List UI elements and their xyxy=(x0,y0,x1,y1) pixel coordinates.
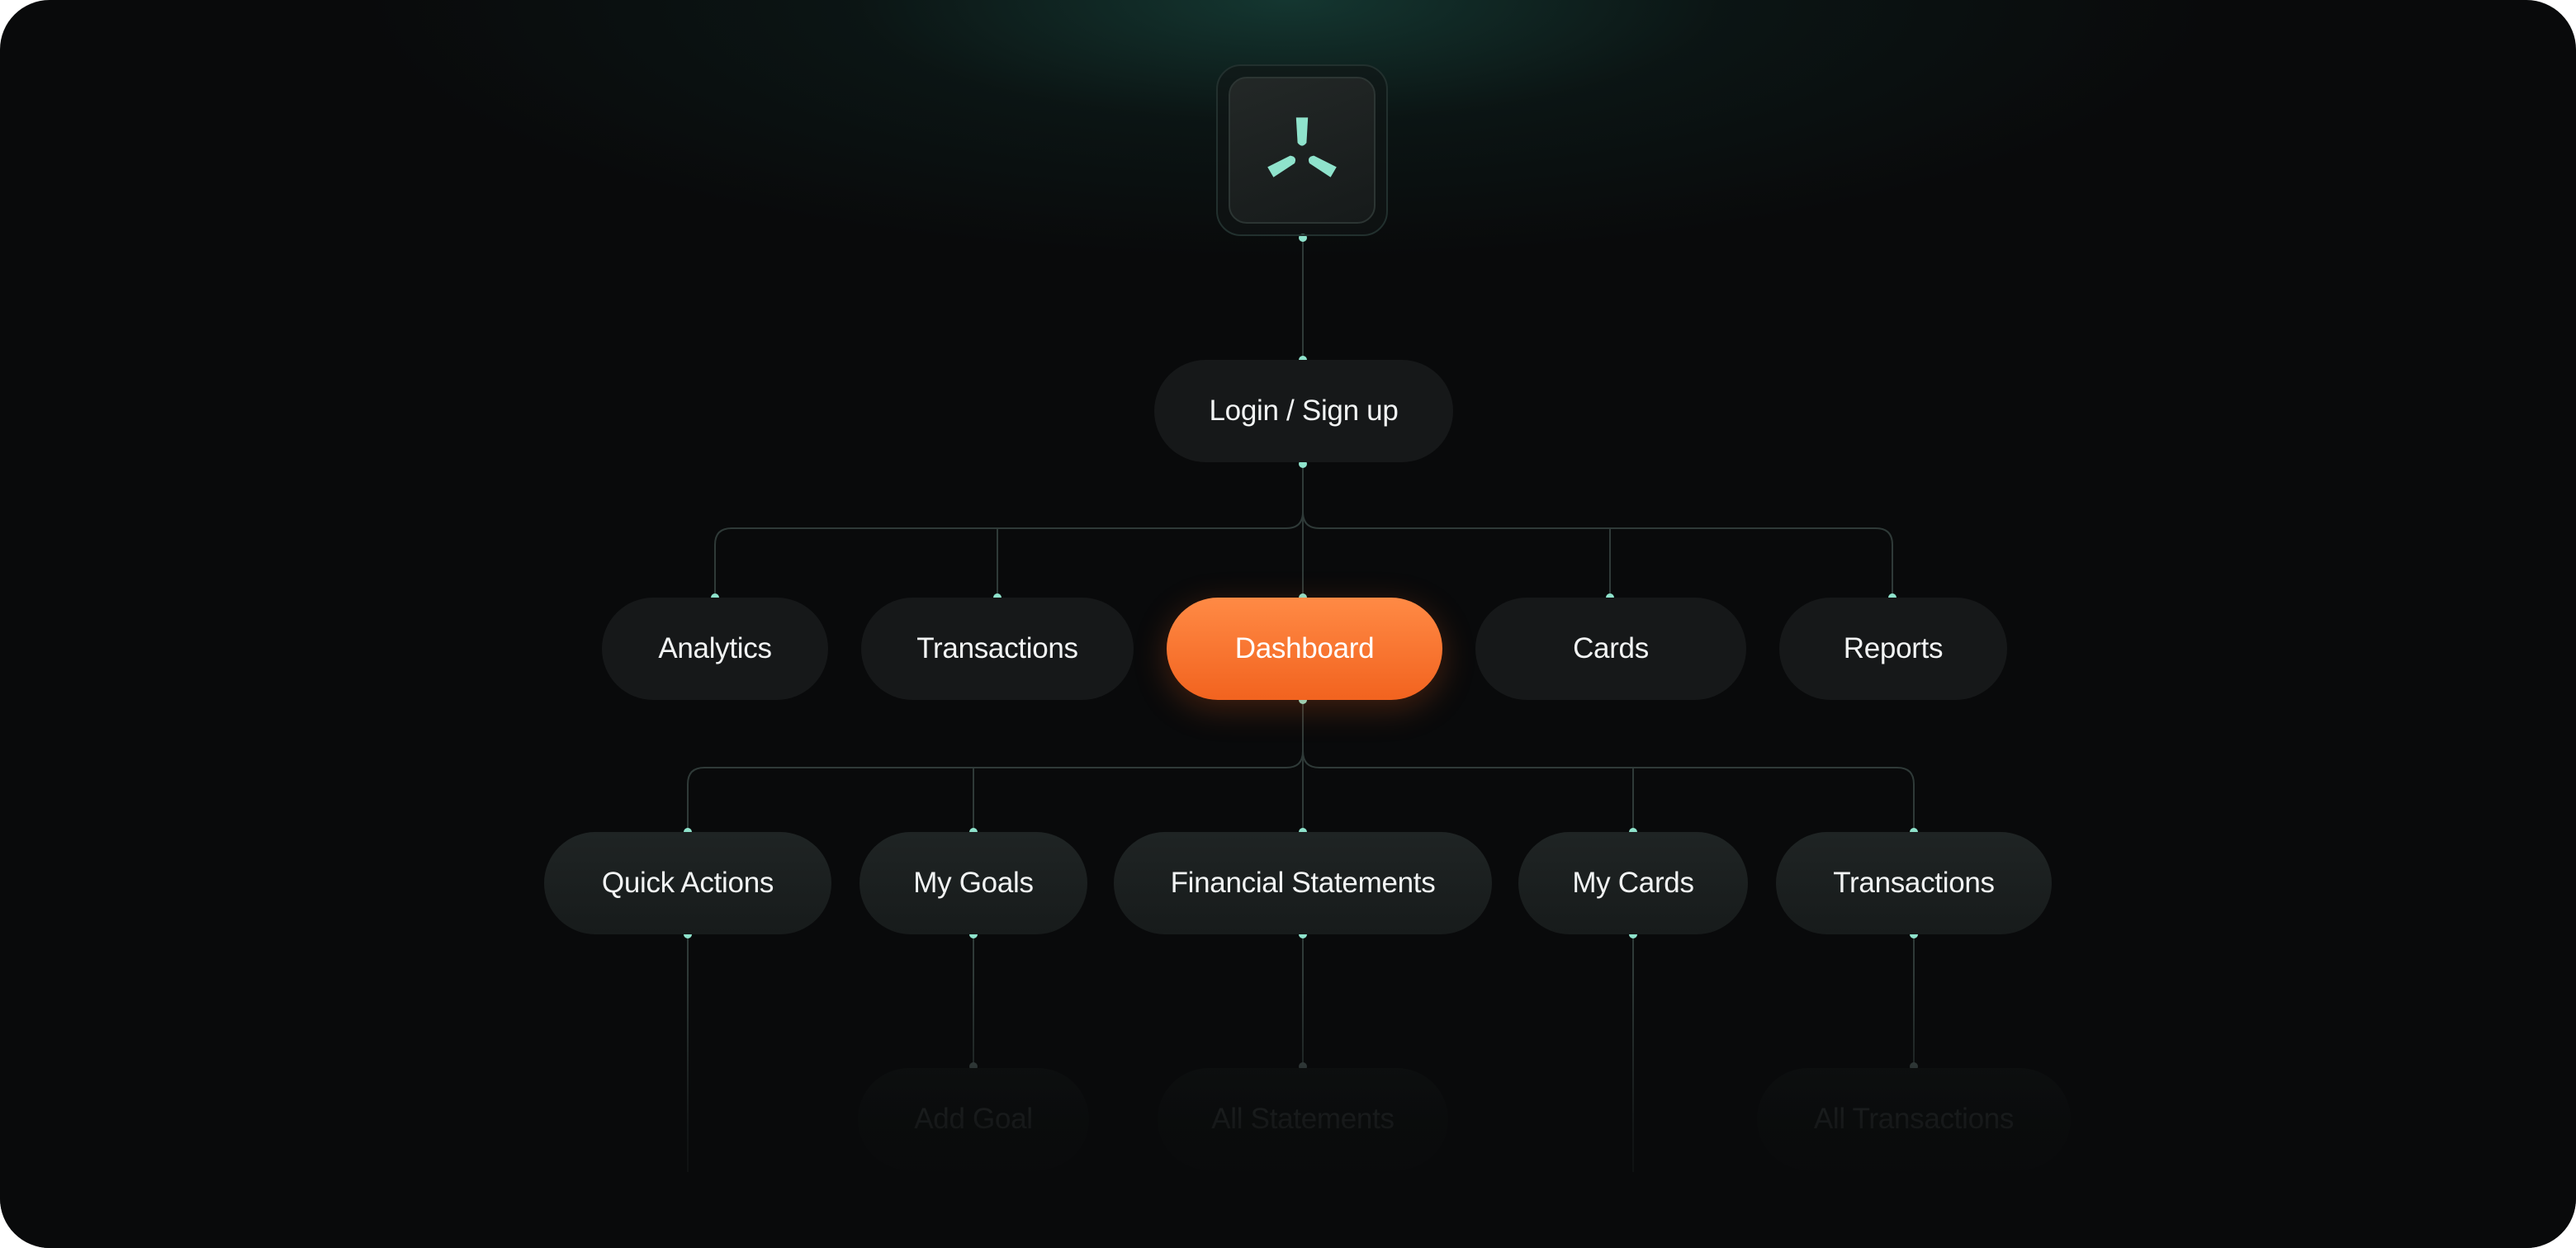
node-label: Transactions xyxy=(916,632,1078,664)
connector-dashboard-transactions xyxy=(1302,700,1915,832)
node-label: My Goals xyxy=(913,867,1034,899)
connector-login-analytics xyxy=(714,464,1304,598)
node-label: All Transactions xyxy=(1813,1103,2015,1135)
node-analytics[interactable]: Analytics xyxy=(602,598,828,700)
node-label: Analytics xyxy=(658,632,772,664)
node-label: My Cards xyxy=(1572,867,1694,899)
connector-dashboard-quick-actions xyxy=(687,700,1304,832)
node-reports[interactable]: Reports xyxy=(1779,598,2007,700)
node-label: All Statements xyxy=(1211,1103,1395,1135)
node-transactions[interactable]: Transactions xyxy=(861,598,1134,700)
node-quick-actions[interactable]: Quick Actions xyxy=(544,832,831,934)
node-label: Cards xyxy=(1573,632,1649,664)
node-dashboard[interactable]: Dashboard xyxy=(1167,598,1442,700)
node-all-transactions[interactable]: All Transactions xyxy=(1757,1068,2071,1170)
node-label: Dashboard xyxy=(1234,632,1375,664)
node-all-statements[interactable]: All Statements xyxy=(1158,1068,1448,1170)
node-label: Add Goal xyxy=(914,1103,1033,1135)
node-label: Financial Statements xyxy=(1170,867,1436,899)
node-login-signup[interactable]: Login / Sign up xyxy=(1154,360,1453,462)
node-dashboard-transactions[interactable]: Transactions xyxy=(1776,832,2052,934)
connector-login-cards xyxy=(1302,464,1893,598)
node-add-goal[interactable]: Add Goal xyxy=(858,1068,1089,1170)
node-label: Login / Sign up xyxy=(1209,395,1399,427)
node-financial-statements[interactable]: Financial Statements xyxy=(1114,832,1492,934)
node-label: Reports xyxy=(1843,632,1944,664)
app-logo-tile[interactable] xyxy=(1229,77,1376,224)
node-label: Transactions xyxy=(1833,867,1995,899)
node-cards[interactable]: Cards xyxy=(1475,598,1746,700)
node-my-cards[interactable]: My Cards xyxy=(1518,832,1748,934)
node-label: Quick Actions xyxy=(601,867,774,899)
node-my-goals[interactable]: My Goals xyxy=(859,832,1087,934)
tri-spark-logo-icon xyxy=(1267,117,1337,177)
